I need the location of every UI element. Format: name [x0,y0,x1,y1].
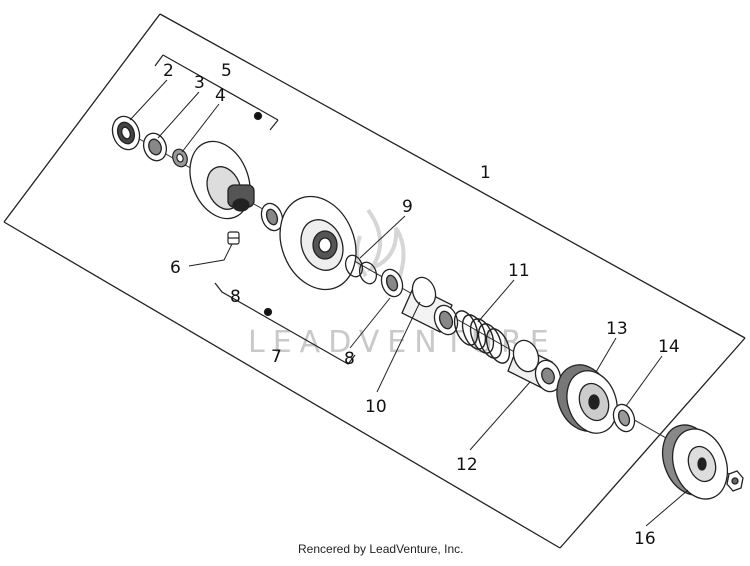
part-clutch-13 [556,364,618,434]
part-bearing-8a [260,202,284,232]
leader-lines [129,79,689,527]
callout-1: 1 [480,163,491,183]
callout-13: 13 [606,319,628,339]
callout-2: 2 [163,61,174,81]
part-seal-3 [142,132,168,162]
part-nut [726,470,744,492]
part-o-rings-9 [344,254,378,285]
part-drum-16 [661,424,729,500]
part-spacer-10 [401,276,459,336]
callout-8-upper: 8 [230,287,241,307]
part-bearing-2 [111,115,141,151]
callout-5: 5 [221,61,232,81]
part-needle-bearing-4 [172,148,188,168]
callout-16: 16 [634,529,656,549]
watermark-text: LEADVENTURE [248,325,557,360]
callout-10: 10 [365,397,387,417]
credit-text: Rencered by LeadVenture, Inc. [298,542,463,556]
subassembly-outline [154,54,356,365]
part-sheave-5 [189,111,263,220]
part-washer-14 [612,403,636,433]
part-fixed-sheave-7 [263,195,357,317]
callout-3: 3 [194,73,205,93]
part-bearing-8b [380,268,404,298]
callout-6: 6 [170,258,181,278]
part-slider-6 [227,231,240,245]
assembly-outline [3,13,746,549]
watermark-flame-logo [355,208,406,283]
callout-labels: 1 2 3 4 5 6 7 8 8 9 10 11 12 13 14 16 [163,61,680,549]
callout-14: 14 [658,337,680,357]
part-spring-11 [453,310,511,364]
callout-8-lower: 8 [344,349,355,369]
part-collar-12 [507,339,562,393]
callout-4: 4 [215,86,226,106]
callout-11: 11 [508,261,530,281]
callout-7: 7 [271,347,282,367]
callout-12: 12 [456,455,478,475]
callout-9: 9 [402,197,413,217]
